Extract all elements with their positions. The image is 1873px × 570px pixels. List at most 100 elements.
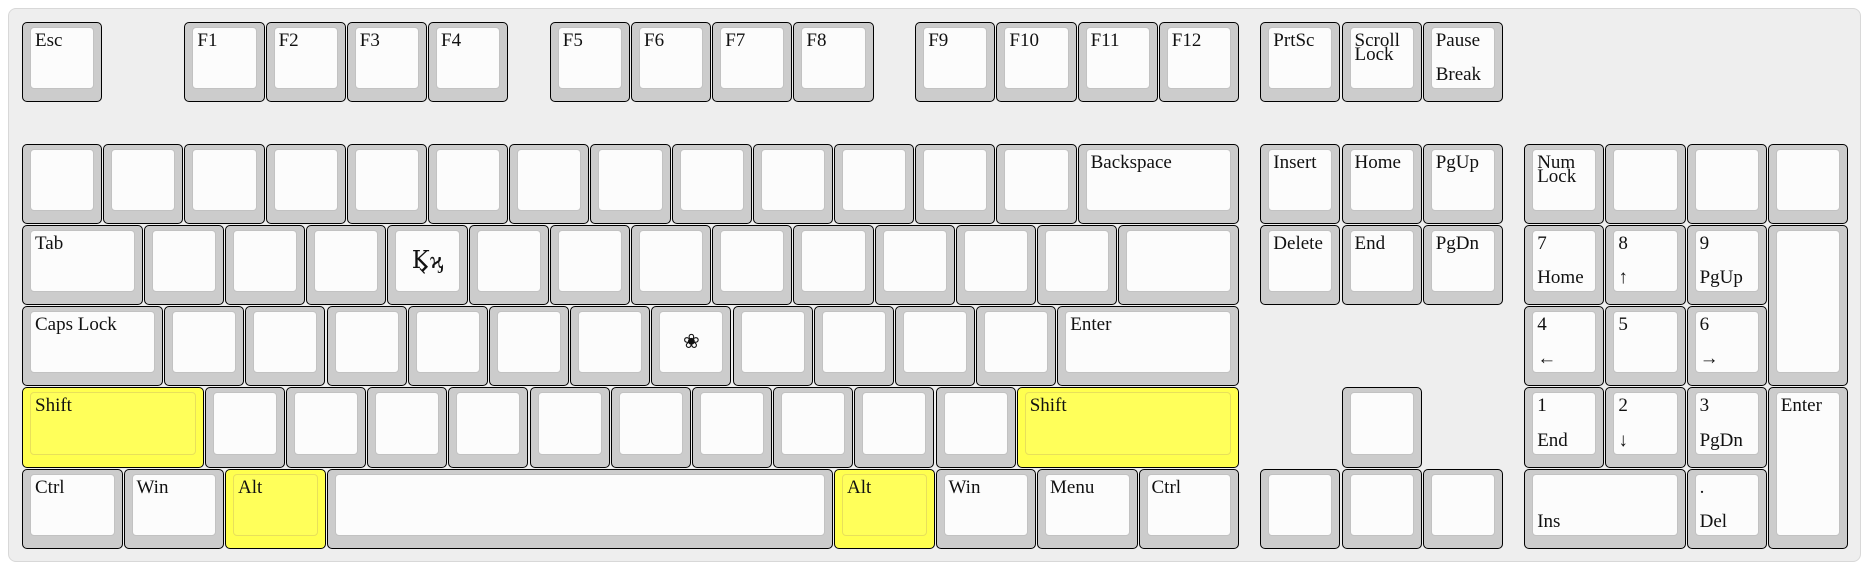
key-num6[interactable]: 6→ (1686, 306, 1767, 387)
key-r4k5[interactable] (529, 387, 610, 468)
key-r2k1[interactable] (143, 225, 224, 306)
key-r3k5[interactable] (488, 306, 570, 387)
key-f6[interactable]: F6 (631, 22, 712, 103)
key-win-right[interactable]: Win (935, 468, 1036, 549)
key-f3[interactable]: F3 (346, 22, 427, 103)
key-r1k6[interactable] (509, 143, 590, 224)
key-r3k1[interactable] (164, 306, 245, 387)
key-f8[interactable]: F8 (793, 22, 874, 103)
key-prtsc[interactable]: PrtSc (1260, 22, 1341, 103)
key-r1k9[interactable] (752, 143, 833, 224)
key-space[interactable] (326, 468, 833, 549)
key-r2k12[interactable] (1037, 225, 1118, 306)
key-r4k8[interactable] (773, 387, 854, 468)
key-kappa[interactable]: Ϗϗ (387, 225, 468, 306)
key-f1[interactable]: F1 (184, 22, 265, 103)
key-r3k8[interactable] (732, 306, 813, 387)
key-f7[interactable]: F7 (712, 22, 793, 103)
key-r3k10[interactable] (894, 306, 976, 387)
key-r4k9[interactable] (854, 387, 935, 468)
key-r3k2[interactable] (245, 306, 326, 387)
key-insert[interactable]: Insert (1260, 143, 1341, 224)
key-ctrl-left[interactable]: Ctrl (22, 468, 123, 549)
key-num-enter[interactable]: Enter (1767, 387, 1848, 549)
key-r4k10[interactable] (935, 387, 1016, 468)
key-r1k3[interactable] (265, 143, 346, 224)
key-r1k12[interactable] (996, 143, 1077, 224)
key-r1k0[interactable] (22, 143, 103, 224)
key-num-minus[interactable] (1767, 143, 1848, 224)
key-r2k7[interactable] (631, 225, 712, 306)
key-r2k10[interactable] (874, 225, 955, 306)
key-num2[interactable]: 2↓ (1605, 387, 1686, 468)
key-shift-left[interactable]: Shift (22, 387, 204, 468)
key-arrow-right[interactable] (1422, 468, 1503, 549)
key-r2k9[interactable] (793, 225, 874, 306)
key-delete[interactable]: Delete (1260, 225, 1341, 306)
key-r2k5[interactable] (468, 225, 549, 306)
key-r2k11[interactable] (955, 225, 1036, 306)
key-r2k8[interactable] (712, 225, 793, 306)
key-num5[interactable]: 5 (1605, 306, 1686, 387)
key-r4k3[interactable] (367, 387, 448, 468)
key-ctrl-right[interactable]: Ctrl (1138, 468, 1239, 549)
key-arrow-up[interactable] (1341, 387, 1422, 468)
key-r2k3[interactable] (306, 225, 387, 306)
key-r3k3[interactable] (326, 306, 407, 387)
key-r4k7[interactable] (691, 387, 773, 468)
key-alt-left[interactable]: Alt (225, 468, 326, 549)
key-f5[interactable]: F5 (549, 22, 630, 103)
key-r2k13[interactable] (1118, 225, 1239, 306)
key-home[interactable]: Home (1341, 143, 1422, 224)
key-menu[interactable]: Menu (1037, 468, 1138, 549)
key-r1k1[interactable] (103, 143, 184, 224)
key-pgdn[interactable]: PgDn (1422, 225, 1503, 306)
key-r4k6[interactable] (610, 387, 691, 468)
key-r1k4[interactable] (346, 143, 427, 224)
key-r3k11[interactable] (976, 306, 1057, 387)
key-r3k4[interactable] (407, 306, 488, 387)
key-end[interactable]: End (1341, 225, 1422, 306)
key-tab[interactable]: Tab (22, 225, 143, 306)
key-r1k11[interactable] (915, 143, 996, 224)
key-win-left[interactable]: Win (123, 468, 224, 549)
key-f10[interactable]: F10 (996, 22, 1077, 103)
key-pgup[interactable]: PgUp (1422, 143, 1503, 224)
key-caps-lock[interactable]: Caps Lock (22, 306, 164, 387)
key-num-slash[interactable] (1605, 143, 1686, 224)
key-r1k10[interactable] (834, 143, 915, 224)
key-num-dot[interactable]: .Del (1686, 468, 1767, 549)
key-r4k1[interactable] (204, 387, 285, 468)
key-r1k8[interactable] (671, 143, 752, 224)
key-backspace[interactable]: Backspace (1077, 143, 1239, 224)
key-r4k2[interactable] (285, 387, 367, 468)
key-enter[interactable]: Enter (1057, 306, 1239, 387)
key-esc[interactable]: Esc (22, 22, 103, 103)
key-r1k2[interactable] (184, 143, 265, 224)
key-f2[interactable]: F2 (265, 22, 346, 103)
key-r1k7[interactable] (590, 143, 671, 224)
key-arrow-left[interactable] (1260, 468, 1341, 549)
key-r2k6[interactable] (549, 225, 630, 306)
key-shift-right[interactable]: Shift (1016, 387, 1239, 468)
key-f12[interactable]: F12 (1158, 22, 1239, 103)
key-r3k9[interactable] (813, 306, 894, 387)
key-arrow-down[interactable] (1341, 468, 1422, 549)
key-honeycomb[interactable]: ❀ (651, 306, 732, 387)
key-r2k2[interactable] (225, 225, 306, 306)
key-f11[interactable]: F11 (1077, 22, 1158, 103)
key-f4[interactable]: F4 (428, 22, 509, 103)
key-r3k6[interactable] (570, 306, 651, 387)
key-r4k4[interactable] (448, 387, 529, 468)
key-num-star[interactable] (1686, 143, 1767, 224)
key-f9[interactable]: F9 (915, 22, 996, 103)
key-num0[interactable]: Ins (1524, 468, 1686, 549)
key-r1k5[interactable] (428, 143, 509, 224)
key-num8[interactable]: 8↑ (1605, 225, 1686, 306)
